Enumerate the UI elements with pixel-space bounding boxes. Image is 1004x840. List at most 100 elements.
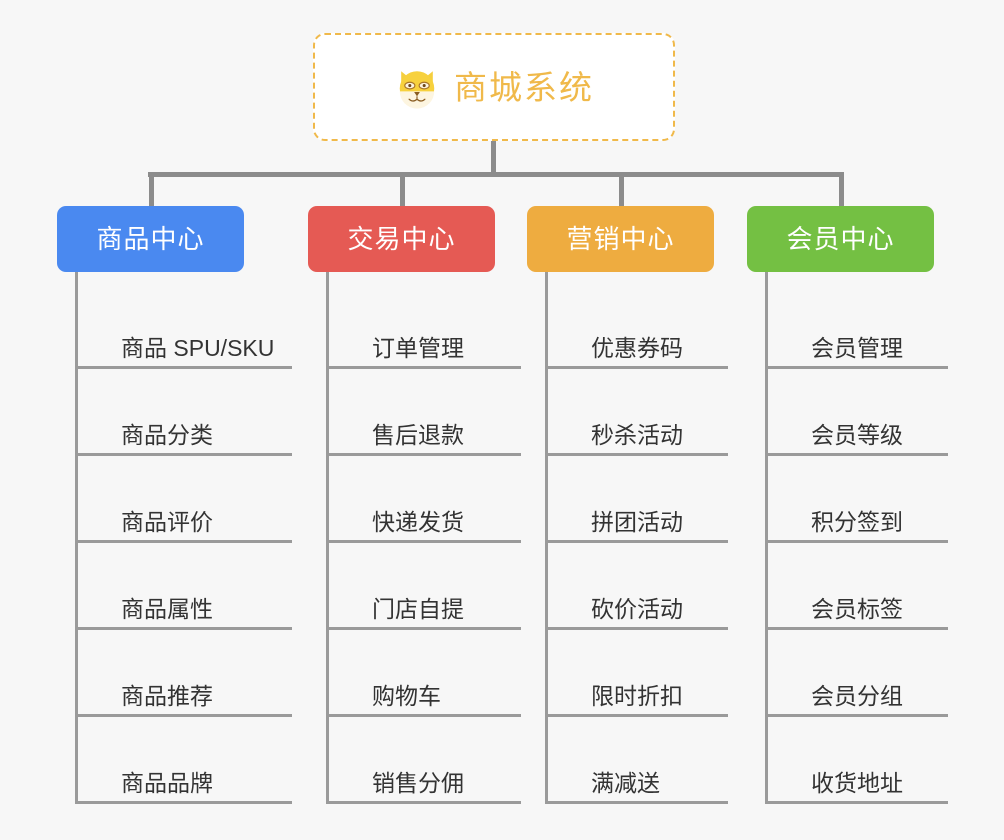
shiba-dog-face-icon bbox=[399, 71, 435, 109]
connector-drop-2 bbox=[400, 172, 405, 209]
leaf-label: 收货地址 bbox=[811, 770, 903, 796]
leaf-underline bbox=[545, 453, 728, 456]
branch-3: 优惠券码秒杀活动拼团活动砍价活动限时折扣满减送 bbox=[545, 282, 785, 804]
leaf-underline bbox=[75, 366, 292, 369]
connector-drop-3 bbox=[619, 172, 624, 209]
leaf-item[interactable]: 快递发货 bbox=[326, 456, 566, 543]
leaf-item[interactable]: 售后退款 bbox=[326, 369, 566, 456]
leaf-underline bbox=[326, 627, 521, 630]
leaf-underline bbox=[75, 627, 292, 630]
leaf-underline bbox=[765, 540, 948, 543]
leaf-item[interactable]: 拼团活动 bbox=[545, 456, 785, 543]
category-label: 交易中心 bbox=[347, 224, 456, 254]
leaf-label: 砍价活动 bbox=[591, 596, 683, 622]
branch-1: 商品 SPU/SKU 商品分类商品评价商品属性商品推荐商品品牌 bbox=[75, 282, 315, 804]
leaf-item[interactable]: 销售分佣 bbox=[326, 717, 566, 804]
connector-root-stem bbox=[491, 141, 496, 175]
leaf-underline bbox=[765, 366, 948, 369]
leaf-label: 会员等级 bbox=[811, 422, 903, 448]
leaf-underline bbox=[545, 801, 728, 804]
category-label: 商品中心 bbox=[96, 224, 205, 254]
leaf-label: 优惠券码 bbox=[591, 335, 683, 361]
leaf-label: 售后退款 bbox=[372, 422, 464, 448]
leaf-label: 商品属性 bbox=[121, 596, 213, 622]
leaf-label: 拼团活动 bbox=[591, 509, 683, 535]
category-box-3[interactable]: 营销中心 bbox=[527, 206, 714, 272]
leaf-item[interactable]: 商品属性 bbox=[75, 543, 315, 630]
leaf-underline bbox=[765, 714, 948, 717]
connector-box-to-spine-3 bbox=[545, 272, 548, 284]
category-box-1[interactable]: 商品中心 bbox=[57, 206, 244, 272]
leaf-label: 商品推荐 bbox=[121, 683, 213, 709]
leaf-label: 商品评价 bbox=[121, 509, 213, 535]
connector-horizontal-bus bbox=[148, 172, 839, 177]
leaf-underline bbox=[326, 801, 521, 804]
leaf-item[interactable]: 商品评价 bbox=[75, 456, 315, 543]
branch-spine bbox=[75, 282, 78, 804]
leaf-item[interactable]: 优惠券码 bbox=[545, 282, 785, 369]
connector-box-to-spine-1 bbox=[75, 272, 78, 284]
leaf-label: 门店自提 bbox=[372, 596, 464, 622]
leaf-item[interactable]: 满减送 bbox=[545, 717, 785, 804]
leaf-item[interactable]: 门店自提 bbox=[326, 543, 566, 630]
leaf-label: 秒杀活动 bbox=[591, 422, 683, 448]
leaf-label: 销售分佣 bbox=[372, 770, 464, 796]
connector-box-to-spine-2 bbox=[326, 272, 329, 284]
leaf-underline bbox=[75, 801, 292, 804]
leaf-item[interactable]: 限时折扣 bbox=[545, 630, 785, 717]
category-box-2[interactable]: 交易中心 bbox=[308, 206, 495, 272]
leaf-label: 会员分组 bbox=[811, 683, 903, 709]
leaf-item[interactable]: 商品品牌 bbox=[75, 717, 315, 804]
leaf-label: 满减送 bbox=[591, 770, 660, 796]
leaf-item[interactable]: 秒杀活动 bbox=[545, 369, 785, 456]
branch-spine bbox=[545, 282, 548, 804]
leaf-underline bbox=[326, 714, 521, 717]
leaf-item[interactable]: 购物车 bbox=[326, 630, 566, 717]
leaf-item[interactable]: 会员等级 bbox=[765, 369, 1004, 456]
category-label: 营销中心 bbox=[566, 224, 675, 254]
leaf-underline bbox=[765, 453, 948, 456]
branch-spine bbox=[326, 282, 329, 804]
leaf-item[interactable]: 收货地址 bbox=[765, 717, 1004, 804]
branch-2: 订单管理售后退款快递发货门店自提购物车销售分佣 bbox=[326, 282, 566, 804]
leaf-underline bbox=[765, 627, 948, 630]
leaf-label: 会员标签 bbox=[811, 596, 903, 622]
leaf-underline bbox=[545, 714, 728, 717]
root-node[interactable]: 商城系统 bbox=[313, 33, 675, 141]
branch-spine bbox=[765, 282, 768, 804]
leaf-underline bbox=[545, 627, 728, 630]
leaf-underline bbox=[326, 366, 521, 369]
leaf-label: 购物车 bbox=[372, 683, 441, 709]
leaf-label: 会员管理 bbox=[811, 335, 903, 361]
leaf-underline bbox=[765, 801, 948, 804]
leaf-label: 商品品牌 bbox=[121, 770, 213, 796]
connector-box-to-spine-4 bbox=[765, 272, 768, 284]
root-title: 商城系统 bbox=[454, 68, 594, 106]
leaf-underline bbox=[545, 366, 728, 369]
leaf-underline bbox=[326, 540, 521, 543]
leaf-item[interactable]: 商品推荐 bbox=[75, 630, 315, 717]
leaf-item[interactable]: 商品 SPU/SKU bbox=[75, 282, 315, 369]
leaf-underline bbox=[75, 540, 292, 543]
leaf-item[interactable]: 积分签到 bbox=[765, 456, 1004, 543]
leaf-underline bbox=[545, 540, 728, 543]
connector-drop-4 bbox=[839, 172, 844, 209]
leaf-label: 积分签到 bbox=[811, 509, 903, 535]
branch-4: 会员管理会员等级积分签到会员标签会员分组收货地址 bbox=[765, 282, 1004, 804]
leaf-item[interactable]: 订单管理 bbox=[326, 282, 566, 369]
leaf-label: 限时折扣 bbox=[591, 683, 683, 709]
leaf-item[interactable]: 商品分类 bbox=[75, 369, 315, 456]
category-box-4[interactable]: 会员中心 bbox=[747, 206, 934, 272]
leaf-underline bbox=[326, 453, 521, 456]
leaf-label: 订单管理 bbox=[372, 335, 464, 361]
leaf-item[interactable]: 会员管理 bbox=[765, 282, 1004, 369]
leaf-underline bbox=[75, 453, 292, 456]
leaf-label: 商品 SPU/SKU bbox=[121, 335, 275, 361]
leaf-label: 快递发货 bbox=[372, 509, 464, 535]
leaf-item[interactable]: 会员分组 bbox=[765, 630, 1004, 717]
connector-drop-1 bbox=[149, 172, 154, 209]
leaf-underline bbox=[75, 714, 292, 717]
leaf-item[interactable]: 会员标签 bbox=[765, 543, 1004, 630]
leaf-item[interactable]: 砍价活动 bbox=[545, 543, 785, 630]
